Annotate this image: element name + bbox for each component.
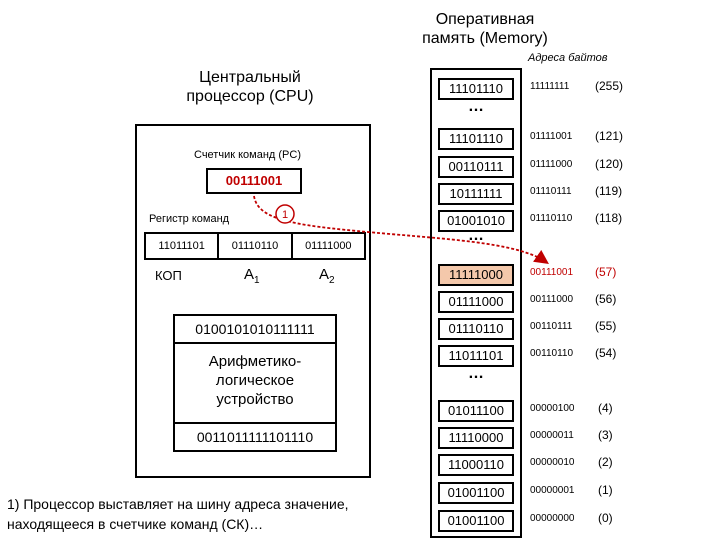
memory-address-decimal: (54) (595, 346, 617, 360)
ir-field-a1-letter: A (244, 266, 255, 283)
memory-address-binary: 00000010 (530, 457, 575, 468)
memory-cell: 11110000 (438, 427, 514, 449)
memory-cell: 01001010 (438, 210, 514, 232)
step-marker: 1 (282, 209, 288, 221)
ir-field-kop: КОП (155, 268, 182, 283)
ir-cell-a1: 01110110 (219, 234, 293, 258)
ir-field-a1-sub: 1 (254, 275, 260, 286)
alu-bottom-register: 0011011111101110 (175, 422, 335, 450)
ir-field-a2-sub: 2 (329, 275, 335, 286)
ir-field-a2-letter: A (319, 266, 330, 283)
pc-to-memory-arrow (253, 195, 549, 265)
memory-address-binary: 00000100 (530, 403, 575, 414)
memory-address-binary: 00000001 (530, 485, 575, 496)
memory-address-decimal: (121) (595, 129, 624, 143)
memory-address-decimal: (118) (595, 211, 623, 225)
memory-ellipsis: … (468, 365, 484, 382)
memory-address-decimal: (57) (595, 265, 617, 279)
memory-address-binary: 00110110 (530, 348, 574, 359)
memory-address-binary: 00000011 (530, 430, 574, 441)
memory-address-decimal: (4) (598, 401, 613, 415)
memory-address-decimal: (119) (595, 184, 623, 198)
memory-cell: 01001100 (438, 482, 514, 504)
memory-address-decimal: (120) (595, 157, 624, 171)
memory-address-binary: 00110111 (530, 321, 573, 332)
memory-address-binary: 01110110 (530, 213, 573, 224)
memory-address-decimal: (0) (598, 511, 613, 525)
memory-cell: 11101110 (438, 128, 514, 150)
memory-cell: 11101110 (438, 78, 514, 100)
memory-address-binary: 01111000 (530, 159, 573, 170)
ir-field-a1: A1 (244, 266, 260, 286)
memory-ellipsis: … (468, 98, 484, 115)
instruction-register: 11011101 01110110 01111000 (144, 232, 366, 260)
alu-top-register: 0100101010111111 (175, 316, 335, 344)
alu-box: 0100101010111111 Арифметико- логическое … (173, 314, 337, 452)
memory-cell: 10111111 (438, 183, 514, 205)
memory-address-binary: 11111111 (530, 81, 570, 92)
memory-address-decimal: (55) (595, 319, 617, 333)
address-header: Адреса байтов (528, 52, 608, 64)
memory-address-binary: 00111001 (530, 267, 574, 278)
memory-address-binary: 00111000 (530, 294, 574, 305)
pc-label: Счетчик команд (PC) (194, 149, 301, 161)
memory-address-decimal: (2) (598, 455, 613, 469)
memory-address-binary: 00000000 (530, 513, 575, 524)
memory-address-decimal: (3) (598, 428, 613, 442)
memory-address-decimal: (1) (598, 483, 613, 497)
caption: 1) Процессор выставляет на шину адреса з… (7, 496, 349, 532)
cpu-box (135, 124, 371, 478)
memory-cell: 11011101 (438, 345, 514, 367)
memory-address-decimal: (56) (595, 292, 617, 306)
memory-cell-highlighted: 11111000 (438, 264, 514, 286)
memory-cell: 01111000 (438, 291, 514, 313)
ir-label: Регистр команд (149, 213, 230, 225)
pc-register: 00111001 (206, 168, 302, 194)
ir-field-a2: A2 (319, 266, 335, 286)
ir-cell-a2: 01111000 (305, 240, 352, 252)
memory-title: Оперативная память (Memory) (422, 11, 548, 47)
ir-cell-opcode: 11011101 (146, 234, 220, 258)
memory-cell: 11000110 (438, 454, 514, 476)
memory-cell: 01011100 (438, 400, 514, 422)
memory-ellipsis: … (468, 227, 484, 244)
memory-address-binary: 01110111 (530, 186, 572, 197)
memory-address-decimal: (255) (595, 79, 624, 93)
memory-cell: 01110110 (438, 318, 514, 340)
step-marker-circle (275, 204, 295, 224)
cpu-title: Центральный процессор (CPU) (186, 69, 314, 105)
memory-cell: 00110111 (438, 156, 514, 178)
memory-cell: 01001100 (438, 510, 514, 532)
alu-label: Арифметико- логическое устройство (208, 353, 302, 408)
memory-address-binary: 01111001 (530, 131, 573, 142)
